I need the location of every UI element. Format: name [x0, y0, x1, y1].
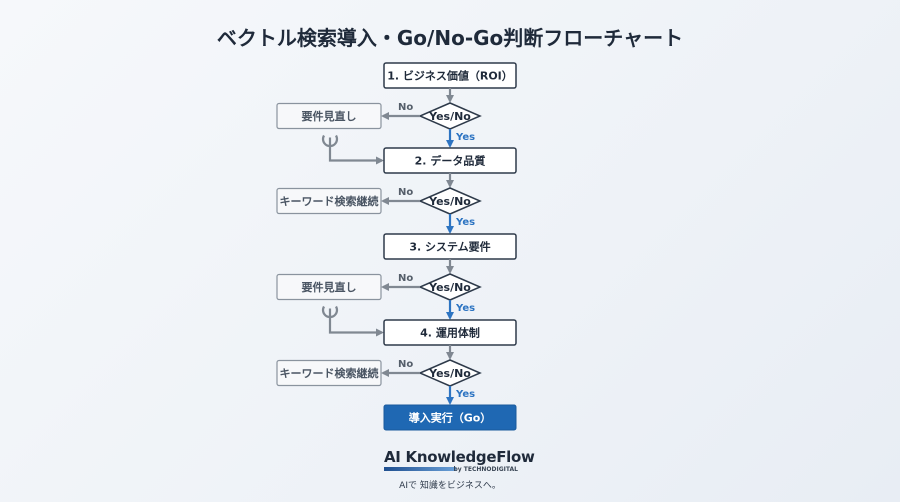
no-outcome-label: キーワード検索継続 — [280, 194, 379, 208]
no-label: No — [398, 102, 413, 113]
step-label: 4. 運用体制 — [420, 326, 480, 340]
loop-back-line — [328, 137, 384, 165]
loop-arrow-icon — [321, 305, 339, 319]
yes-label: Yes — [455, 303, 475, 314]
decision-label: Yes/No — [428, 281, 471, 294]
no-label: No — [398, 359, 413, 370]
brand-underline — [384, 467, 456, 471]
no-outcome-label: 要件見直し — [302, 109, 357, 123]
go-box — [383, 404, 517, 431]
loop-arrow-icon — [321, 134, 339, 148]
page-title: ベクトル検索導入・Go/No-Go判断フローチャート — [216, 26, 684, 50]
decision-label: Yes/No — [428, 110, 471, 123]
no-outcome-box — [276, 187, 382, 215]
no-outcome-label: 要件見直し — [302, 280, 357, 294]
no-outcome-box — [276, 273, 382, 301]
brand-logo: AI KnowledgeFlow by TECHNODIGITAL — [384, 448, 535, 473]
go-label: 導入実行（Go） — [409, 411, 492, 425]
no-label: No — [398, 187, 413, 198]
brand-tagline: AIで 知識をビジネスへ。 — [399, 481, 501, 491]
yes-label: Yes — [455, 132, 475, 143]
step-label: 3. システム要件 — [409, 240, 490, 254]
no-outcome-box — [276, 359, 382, 387]
no-outcome-box — [276, 102, 382, 130]
decision-label: Yes/No — [428, 195, 471, 208]
step-label: 1. ビジネス価値（ROI） — [387, 69, 513, 83]
decision-label: Yes/No — [428, 367, 471, 380]
step-label: 2. データ品質 — [415, 154, 486, 168]
brand-name: AI KnowledgeFlow — [384, 448, 535, 466]
brand-by: by TECHNODIGITAL — [453, 466, 519, 473]
no-label: No — [398, 273, 413, 284]
yes-label: Yes — [455, 389, 475, 400]
no-outcome-label: キーワード検索継続 — [280, 366, 379, 380]
yes-label: Yes — [455, 217, 475, 228]
